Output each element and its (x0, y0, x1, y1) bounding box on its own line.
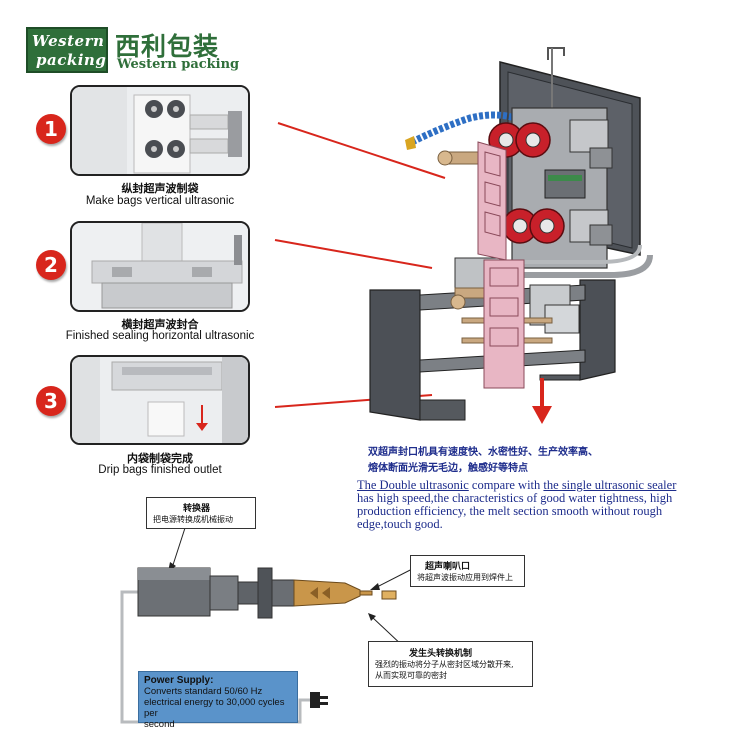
step-2-caption-en: Finished sealing horizontal ultrasonic (65, 330, 255, 342)
power-supply-line3: second (144, 719, 175, 730)
description-cn-line1: 双超声封口机具有速度快、水密性好、生产效率高、 (368, 447, 598, 458)
step-1-caption-cn: 纵封超声波制袋 (121, 182, 199, 195)
horn-desc: 将超声波振动应用到焊件上 (417, 573, 513, 582)
horn-title: 超声喇叭口 (425, 562, 471, 572)
step-2-caption-cn: 横封超声波封合 (121, 318, 199, 331)
step-3-badge: 3 (36, 386, 66, 416)
step-1-badge: 1 (36, 114, 66, 144)
red-roller-bottom-right (529, 208, 565, 244)
power-supply-box: Power Supply: Converts standard 50/60 Hz… (138, 671, 298, 730)
step-2-badge: 2 (36, 250, 66, 280)
step-2-photo (70, 221, 250, 312)
description-cn: 双超声封口机具有速度快、水密性好、生产效率高、 熔体断面光滑无毛边，触感好等特点 (368, 445, 668, 477)
power-plug-icon (310, 692, 328, 708)
description-cn-line2: 熔体断面光滑无毛边，触感好等特点 (368, 463, 528, 474)
outlet-photo (72, 357, 248, 443)
workpiece (381, 590, 397, 600)
power-supply-title: Power Supply: (144, 675, 214, 686)
booster-desc-line2: 从而实现可靠的密封 (375, 671, 447, 680)
converter-leader (171, 527, 186, 569)
step-3-photo (70, 355, 250, 445)
step-3-caption-en: Drip bags finished outlet (98, 464, 222, 476)
converter-callout: 转换器 把电源转换成机械振动 (146, 497, 256, 529)
converter-title: 转换器 (183, 504, 211, 514)
logo-text-line2: packing (36, 51, 107, 69)
power-supply-line2: electrical energy to 30,000 cycles per (144, 697, 285, 719)
vertical-sealer-photo (72, 87, 248, 174)
booster-title: 发生头转换机制 (409, 649, 473, 659)
brand-name-en: Western packing (117, 57, 240, 72)
step-1-photo (70, 85, 250, 176)
leader-line-1 (277, 122, 446, 179)
horizontal-sealer-photo (72, 223, 248, 310)
red-roller-top-right (515, 122, 551, 158)
booster-desc-line1: 强烈的振动将分子从密封区域分散开来, (375, 660, 514, 669)
description-en-part3: the single ultrasonic sealer (543, 478, 677, 492)
step-1-caption-en: Make bags vertical ultrasonic (85, 195, 235, 207)
horn-callout: 超声喇叭口 将超声波振动应用到焊件上 (410, 555, 525, 587)
step-3-caption-cn: 内袋制袋完成 (127, 452, 193, 465)
converter-desc: 把电源转换成机械振动 (153, 515, 233, 524)
description-en: The Double ultrasonic compare with the s… (357, 479, 677, 531)
power-supply-line1: Converts standard 50/60 Hz (144, 686, 263, 697)
description-en-part4: has high speed,the characteristics of go… (357, 491, 673, 531)
logo-badge: Western packing (26, 27, 108, 73)
film-strip (477, 141, 525, 389)
brand-name-cn: 西利包装 (115, 32, 220, 61)
ultrasonic-horn (293, 579, 373, 607)
booster-callout: 发生头转换机制 强烈的振动将分子从密封区域分散开来, 从而实现可靠的密封 (368, 641, 533, 687)
description-en-part1: The Double ultrasonic (357, 478, 469, 492)
logo-text-line1: Western (32, 32, 105, 50)
description-en-part2: compare with (468, 478, 544, 492)
leader-line-2 (274, 239, 433, 269)
